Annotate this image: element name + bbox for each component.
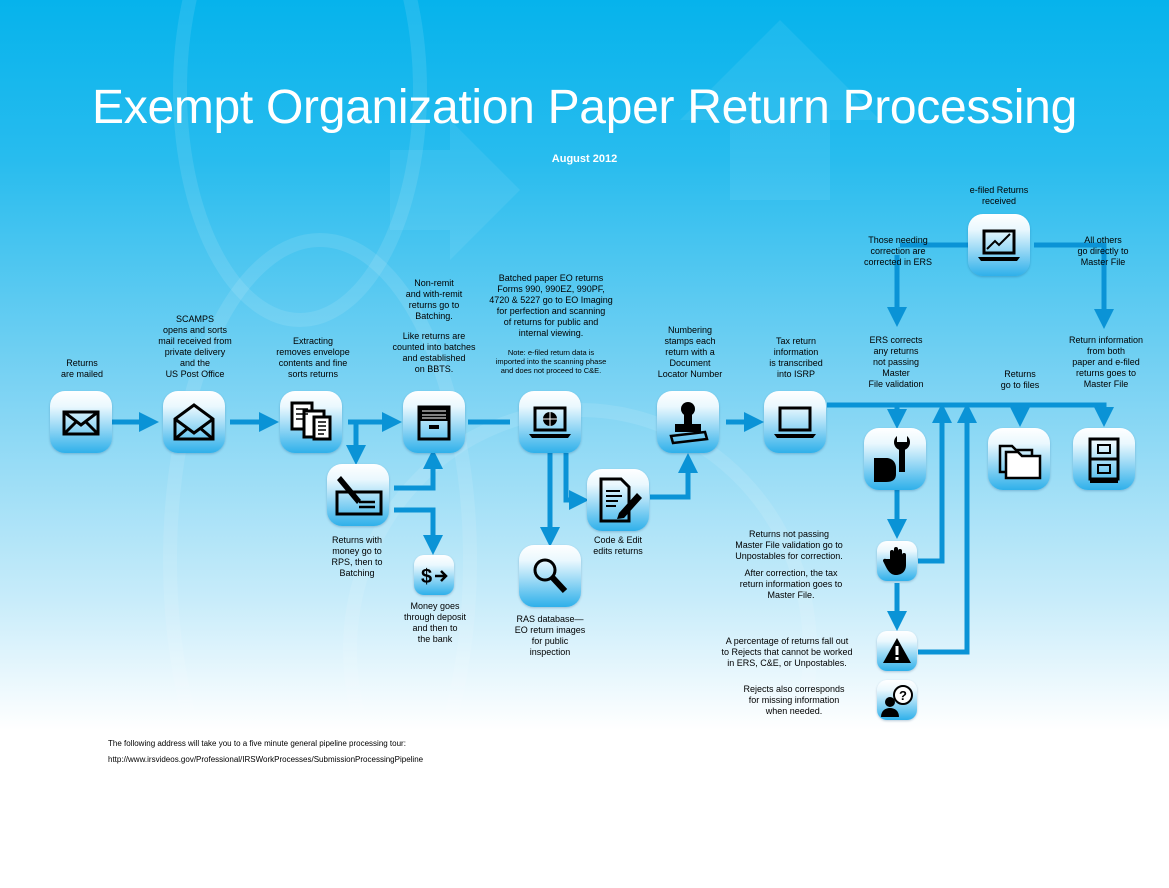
arrow-rejects-to-masterfile	[918, 403, 977, 655]
pen-check-icon	[335, 476, 383, 516]
file-cabinet-icon	[1088, 437, 1120, 483]
magnifier-icon	[533, 558, 568, 594]
laptop-icon	[774, 406, 816, 438]
envelope-icon	[62, 410, 100, 436]
page-title: Exempt Organization Paper Return Process…	[92, 81, 1077, 134]
label-masterfile: Return information from both paper and e…	[1068, 335, 1144, 389]
label-all-others: All others go directly to Master File	[1077, 235, 1129, 267]
node-files	[988, 428, 1050, 490]
person-question-icon: ?	[881, 685, 913, 717]
laptop-chart-icon	[978, 229, 1020, 261]
node-efiled	[968, 214, 1030, 276]
arrow-rps-to-batching	[394, 449, 443, 491]
folders-icon	[998, 444, 1042, 480]
warning-icon	[883, 638, 911, 663]
node-extracting	[280, 391, 342, 453]
node-rps	[327, 464, 389, 526]
footer-intro: The following address will take you to a…	[108, 739, 406, 748]
arrow-rps-to-money	[394, 507, 443, 555]
label-unpostables-after: After correction, the tax return informa…	[739, 568, 843, 600]
documents-icon	[290, 401, 332, 441]
label-batching: Non-remit and with-remit returns go to B…	[405, 278, 463, 321]
node-correspondence: ?	[877, 680, 917, 720]
node-isrp	[764, 391, 826, 453]
svg-text:$: $	[421, 566, 432, 588]
label-efiled: e-filed Returns received	[969, 185, 1029, 206]
node-money: $	[414, 555, 454, 595]
arrow-isrp-main-line	[827, 402, 1114, 427]
label-imaging-note: Note: e-filed return data is imported in…	[495, 348, 607, 375]
page-date: August 2012	[551, 153, 618, 165]
dollar-arrow-icon: $	[421, 566, 448, 588]
node-ers	[864, 428, 926, 490]
arrow-imaging-to-codeedit	[563, 453, 589, 510]
label-numbering: Numbering stamps each return with a Docu…	[657, 325, 723, 379]
footer-link[interactable]: http://www.irsvideos.gov/Professional/IR…	[108, 755, 424, 764]
node-numbering	[657, 391, 719, 453]
node-batching	[403, 391, 465, 453]
node-rejects	[877, 631, 917, 671]
laptop-globe-icon	[529, 406, 571, 438]
node-masterfile	[1073, 428, 1135, 490]
node-mailed	[50, 391, 112, 453]
arrow-unpostables-to-masterfile	[918, 403, 952, 564]
label-extracting: Extracting removes envelope contents and…	[276, 336, 350, 379]
label-isrp: Tax return information is transcribed in…	[769, 336, 823, 379]
node-unpostables	[877, 541, 917, 581]
label-rps: Returns with money go to RPS, then to Ba…	[331, 535, 383, 578]
label-money: Money goes through deposit and then to t…	[403, 601, 467, 644]
open-envelope-icon	[173, 403, 215, 441]
node-codeedit	[587, 469, 649, 531]
hand-wrench-icon	[874, 436, 910, 482]
stop-hand-icon	[882, 547, 906, 575]
label-files: Returns go to files	[1000, 369, 1040, 390]
label-needing-correction: Those needing correction are corrected i…	[863, 235, 933, 267]
label-rejects: A percentage of returns fall out to Reje…	[721, 636, 853, 668]
node-imaging	[519, 391, 581, 453]
label-unpostables: Returns not passing Master File validati…	[735, 529, 843, 561]
arrow-codeedit-to-numbering	[650, 453, 698, 500]
label-imaging: Batched paper EO returns Forms 990, 990E…	[489, 273, 613, 338]
form-pen-icon	[599, 477, 642, 523]
svg-text:?: ?	[899, 688, 907, 703]
label-ras: RAS database— EO return images for publi…	[514, 614, 586, 657]
label-mailed: Returns are mailed	[60, 358, 104, 379]
label-ers: ERS corrects any returns not passing Mas…	[868, 335, 924, 389]
label-scamps: SCAMPS opens and sorts mail received fro…	[158, 314, 232, 379]
node-ras	[519, 545, 581, 607]
file-box-icon	[417, 405, 451, 441]
stamp-icon	[669, 402, 709, 445]
arrow-efiled-to-masterfile	[1034, 242, 1114, 329]
label-rejects-correspond: Rejects also corresponds for missing inf…	[743, 684, 845, 716]
label-codeedit: Code & Edit edits returns	[593, 535, 643, 556]
label-batching-detail: Like returns are counted into batches an…	[392, 331, 476, 374]
node-scamps	[163, 391, 225, 453]
